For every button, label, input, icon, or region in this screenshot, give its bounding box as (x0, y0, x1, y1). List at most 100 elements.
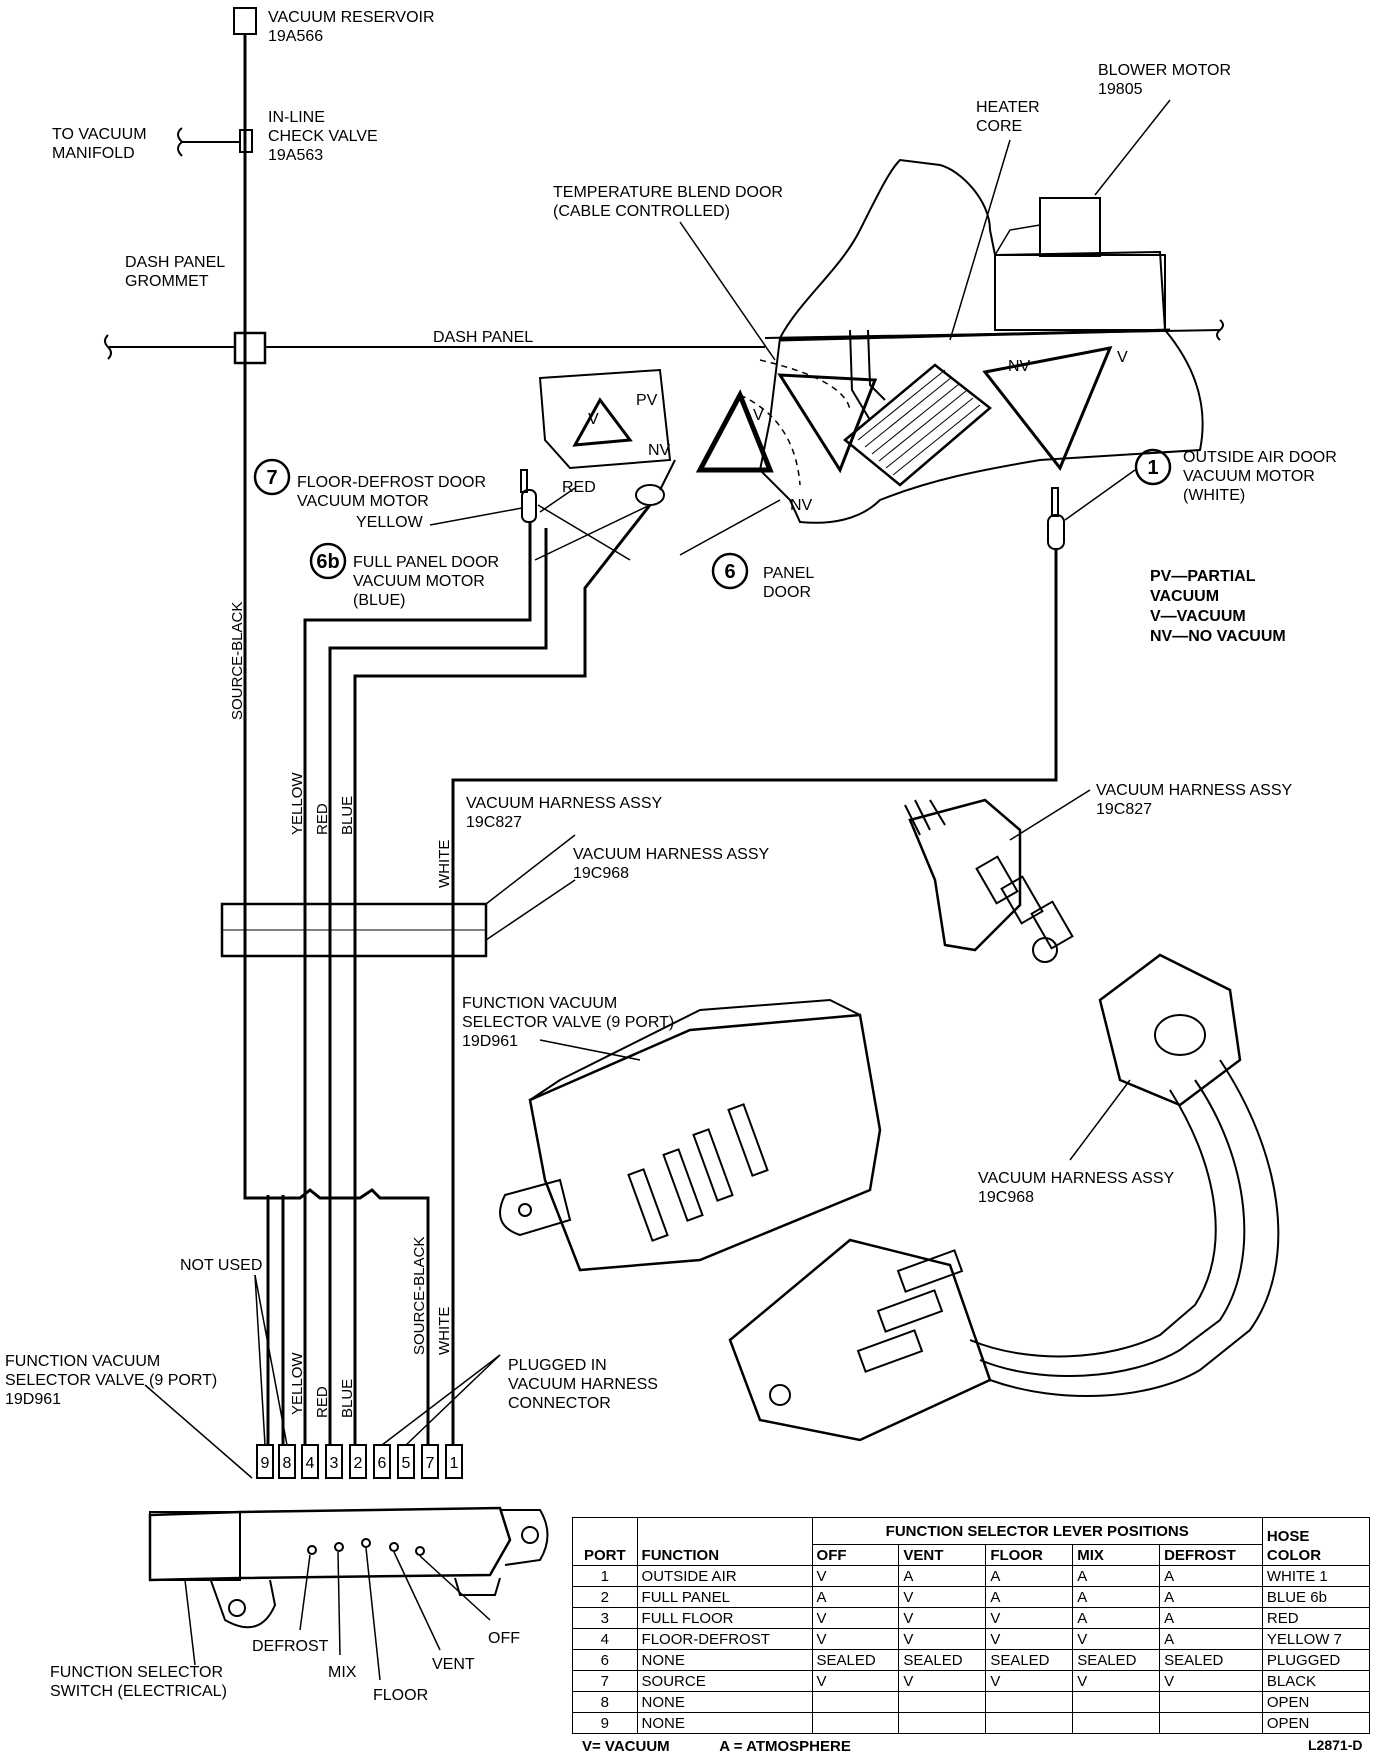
harness-19c827-label: VACUUM HARNESS ASSY (466, 795, 663, 812)
table-cell: 2 (572, 1586, 638, 1608)
outside-air-motor-body (1047, 514, 1065, 550)
table-cell: FULL FLOOR (636, 1607, 813, 1629)
vacuum-manifold-label-2: MANIFOLD (52, 145, 135, 162)
harness-19c968-label: VACUUM HARNESS ASSY (573, 846, 770, 863)
table-cell: V (898, 1607, 987, 1629)
table-cell: A (1159, 1628, 1263, 1650)
outside-air-door (982, 346, 1113, 471)
hose-label-white-lower: WHITE (436, 1307, 453, 1355)
callout-1-circle (1134, 448, 1172, 486)
table-cell: OPEN (1261, 1691, 1371, 1713)
table-cell: V (898, 1586, 987, 1608)
panel-door-label-2: DOOR (763, 584, 811, 601)
hose-header-line-2: COLOR (1266, 1547, 1322, 1564)
port-stack: 9 8 4 3 2 6 5 7 1 (256, 1444, 463, 1479)
callout-6b-circle (309, 542, 347, 580)
dash-panel-line (104, 319, 1224, 360)
table-cell: A (1072, 1607, 1161, 1629)
hose-label-yellow: YELLOW (289, 772, 306, 835)
table-cell: A (1159, 1607, 1263, 1629)
table-cell: BLUE 6b (1261, 1586, 1371, 1608)
table-cell: 3 (572, 1607, 638, 1629)
table-cell: V (1072, 1670, 1161, 1692)
port-4 (301, 1444, 319, 1479)
floor-defrost-door-housing (538, 368, 672, 470)
table-cell: SEALED (898, 1649, 987, 1671)
table-cell: NONE (636, 1712, 813, 1734)
table-cell: 4 (572, 1628, 638, 1650)
selector-valve-detail-label: FUNCTION VACUUM (462, 995, 617, 1012)
red-hose-callout: RED (562, 479, 596, 496)
hoses-upper (303, 504, 1058, 1445)
selector-valve-detail (499, 998, 882, 1272)
hose-header-line-1: HOSE (1266, 1528, 1310, 1545)
table-cell: V (898, 1670, 987, 1692)
selector-valve-detail-part: 19D961 (462, 1033, 518, 1050)
port-label-9: 9 (261, 1455, 270, 1472)
switch-position-labels: DEFROST MIX FLOOR VENT OFF (252, 1630, 520, 1704)
table-cell: 9 (572, 1712, 638, 1734)
table-cell: RED (1261, 1607, 1371, 1629)
vacuum-reservoir-box (233, 7, 257, 35)
table-cell: A (1072, 1586, 1161, 1608)
table-cell: PLUGGED (1261, 1649, 1371, 1671)
selector-valve-part: 19D961 (5, 1391, 61, 1408)
hoses-lower (243, 1180, 430, 1445)
callout-6-circle (711, 552, 749, 590)
table-cell (1072, 1712, 1161, 1734)
hose-color-labels: SOURCE-BLACK YELLOW RED BLUE WHITE SOURC… (229, 602, 453, 1418)
key-pv-2: VACUUM (1150, 588, 1219, 605)
callout-1: 1 (1147, 457, 1158, 479)
table-cell: V (985, 1607, 1074, 1629)
harness-19c968-part: 19C968 (573, 865, 629, 882)
dash-panel-label: DASH PANEL (433, 329, 533, 346)
full-panel-motor-label: FULL PANEL DOOR (353, 554, 499, 571)
mark-pv-floor: PV (636, 392, 658, 409)
callout-7-circle (253, 458, 291, 496)
port-label-2: 2 (354, 1455, 363, 1472)
panel-door-label: PANEL (763, 565, 814, 582)
port-label-4: 4 (306, 1455, 315, 1472)
mark-v-floor: V (588, 411, 599, 428)
port-label-1: 1 (450, 1455, 459, 1472)
heater-core-body (843, 363, 992, 487)
harness-19c827-detail-label: VACUUM HARNESS ASSY (1096, 782, 1293, 799)
panel-door (695, 389, 774, 473)
temp-blend-door-label: TEMPERATURE BLEND DOOR (553, 184, 783, 201)
port-label-3: 3 (330, 1455, 339, 1472)
switch-vent: VENT (432, 1656, 475, 1673)
table-cell: 7 (572, 1670, 638, 1692)
hose-label-red: RED (314, 803, 331, 835)
floor-defrost-door (572, 397, 633, 447)
switch-defrost: DEFROST (252, 1638, 329, 1655)
table-cell: 1 (572, 1565, 638, 1587)
leader-lines (144, 99, 1171, 1681)
table-cell: V (985, 1670, 1074, 1692)
table-cell: V (811, 1607, 900, 1629)
port-label-5: 5 (402, 1455, 411, 1472)
mark-nv-floor: NV (648, 442, 671, 459)
plugged-label: PLUGGED IN (508, 1357, 607, 1374)
blower-motor-label: BLOWER MOTOR (1098, 62, 1231, 79)
outside-air-motor-label: OUTSIDE AIR DOOR (1183, 449, 1337, 466)
table-cell: A (1072, 1565, 1161, 1587)
hose-label-yellow-lower: YELLOW (289, 1352, 306, 1415)
selector-valve-label: FUNCTION VACUUM (5, 1353, 160, 1370)
outside-air-motor-label-2: VACUUM MOTOR (1183, 468, 1315, 485)
table-cell: V (1072, 1628, 1161, 1650)
table-group-header: FUNCTION SELECTOR LEVER POSITIONS (811, 1517, 1263, 1545)
port-label-6: 6 (378, 1455, 387, 1472)
switch-floor: FLOOR (373, 1687, 428, 1704)
table-corner-function: FUNCTION (636, 1517, 813, 1566)
col-off: OFF (811, 1544, 900, 1566)
check-valve-label: IN-LINE (268, 109, 325, 126)
table-cell: OPEN (1261, 1712, 1371, 1734)
table-cell (1072, 1691, 1161, 1713)
table-cell (898, 1691, 987, 1713)
dash-grommet-box (233, 331, 267, 365)
figure-id: L2871-D (1308, 1737, 1363, 1753)
